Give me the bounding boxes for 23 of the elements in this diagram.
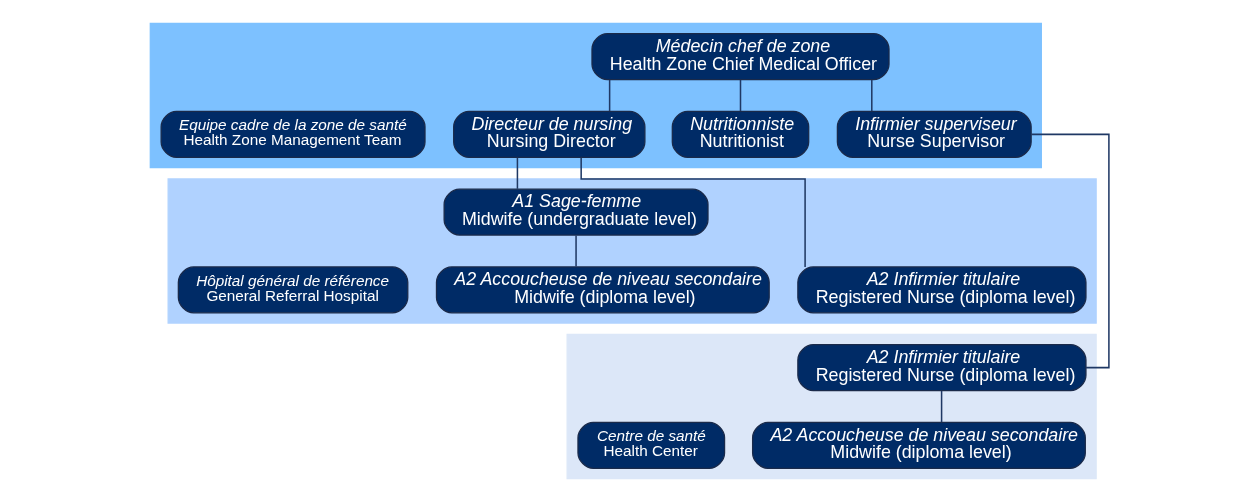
node-box: Hôpital général de référence General Referral Hospital [177, 266, 408, 314]
connector [739, 79, 741, 112]
node-box: Infirmier superviseur Nurse Supervisor [836, 110, 1032, 158]
connector [870, 79, 873, 112]
node-box: Médecin chef de zone Health Zone Chief Medical Officer [590, 33, 890, 81]
cluster [167, 178, 1097, 324]
connector [608, 79, 610, 112]
connector [574, 234, 577, 268]
cluster [149, 22, 1042, 169]
node-box: A2 Infirmier titulaire Registered Nurse (diploma level) [796, 266, 1087, 314]
node-box: Equipe cadre de la zone de santé Health Zone Management Team [160, 110, 426, 158]
connector [516, 156, 518, 190]
node-box: A2 Infirmier titulaire Registered Nurse (diploma level) [796, 344, 1087, 392]
node-box: A2 Accoucheuse de niveau secondaire Midwife (diploma level) [751, 421, 1086, 469]
connector [1030, 133, 1110, 369]
connector [940, 390, 942, 423]
node-box: Nutritionniste Nutritionist [671, 110, 809, 158]
connector [579, 156, 806, 268]
node-box: Centre de santé Health Center [576, 421, 725, 469]
cluster [566, 333, 1097, 480]
node-box: A2 Accoucheuse de niveau secondaire Midwife (diploma level) [435, 266, 770, 314]
node-box: A1 Sage-femme Midwife (undergraduate level) [443, 188, 709, 236]
node-box: Directeur de nursing Nursing Director [452, 110, 646, 158]
